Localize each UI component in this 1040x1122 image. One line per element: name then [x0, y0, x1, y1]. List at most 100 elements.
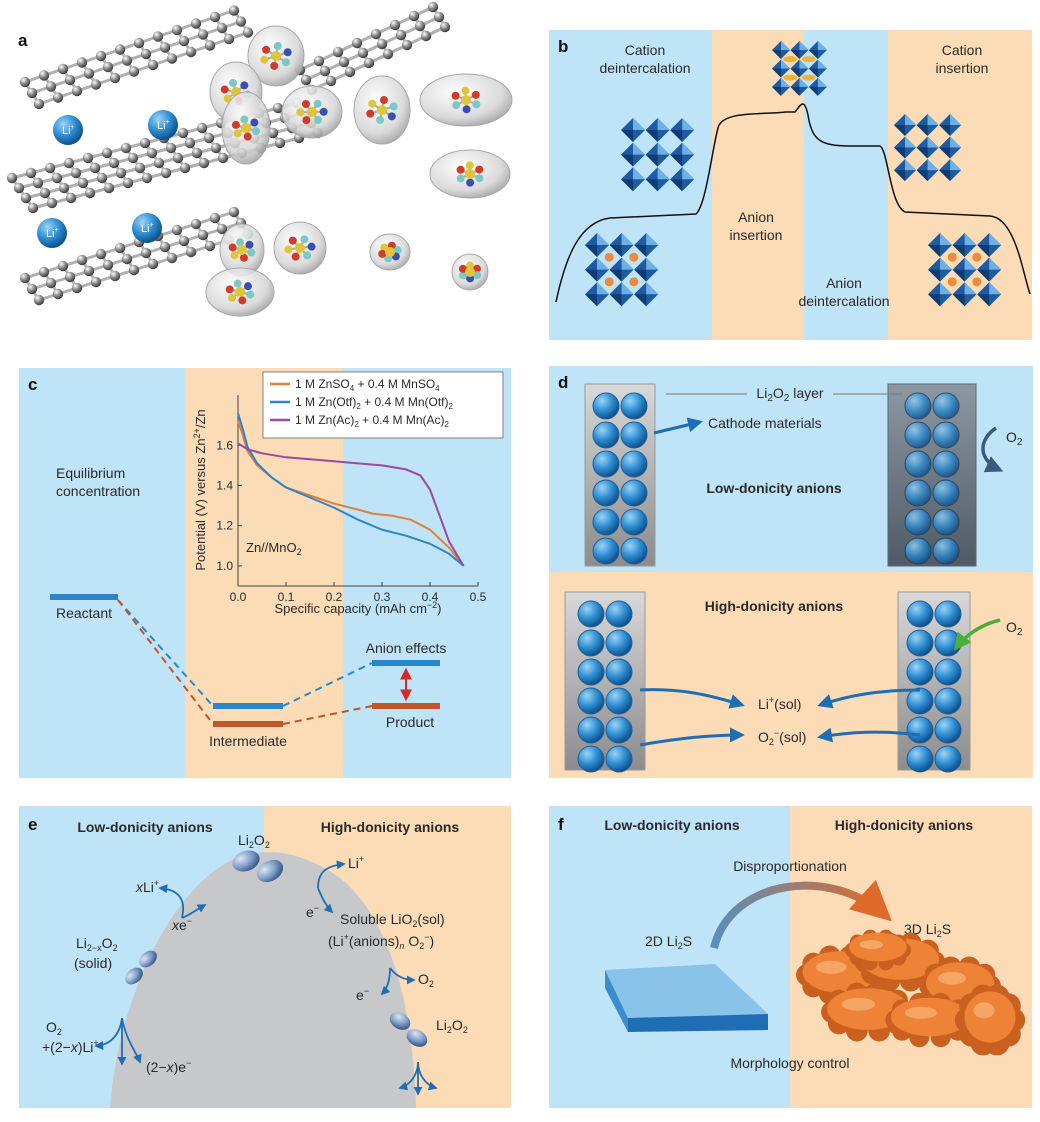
- carbon-atom: [46, 197, 58, 209]
- octahedron-face: [952, 269, 965, 282]
- carbon-atom: [228, 5, 240, 16]
- anion-atom: [458, 264, 467, 273]
- carbon-atom: [204, 240, 216, 252]
- carbon-atom: [38, 266, 50, 278]
- octahedron-face: [964, 233, 977, 245]
- carbon-atom: [19, 272, 31, 284]
- anion-atom: [368, 99, 377, 108]
- cluster-highlight: [938, 971, 966, 985]
- anions-label: (Li+(anions)n O2−): [328, 932, 434, 951]
- carbon-atom: [57, 63, 69, 75]
- octahedron-face: [950, 136, 962, 148]
- anion-atom: [462, 105, 471, 114]
- octahedron-face: [799, 77, 809, 87]
- anion-atom: [284, 245, 293, 254]
- octahedron-face: [817, 59, 827, 69]
- x-tick-label: 0.3: [374, 590, 391, 604]
- cathode-particle: [592, 421, 620, 449]
- anion-atom: [291, 252, 300, 261]
- octahedron-face: [940, 257, 952, 270]
- anion-atom: [389, 102, 398, 111]
- o2-curved-arrow: [981, 426, 1004, 473]
- e2x-label: (2−x)e−: [146, 1058, 191, 1075]
- octahedron-face: [609, 269, 622, 282]
- anion-atom: [236, 238, 245, 247]
- anion-bubble: [429, 149, 511, 199]
- slab-top: [605, 964, 768, 1018]
- crystal-cation-filled-left: [585, 233, 659, 307]
- crystal-cation-deintercalated: [621, 118, 695, 192]
- e2x-arrow: [121, 1017, 142, 1064]
- carbon-atom: [178, 35, 190, 47]
- carbon-atom: [127, 152, 139, 164]
- carbon-atom: [389, 19, 401, 31]
- e-label-top: e−: [306, 903, 319, 920]
- carbon-atom: [89, 162, 101, 174]
- carbon-atom: [159, 42, 171, 53]
- octahedron-face: [597, 282, 609, 295]
- cathode-particle: [932, 537, 960, 565]
- panel-a: a Li+Li+Li+Li+: [6, 1, 513, 317]
- carbon-atom: [120, 142, 132, 154]
- anion-bubble: [273, 221, 327, 275]
- li-arrow: [317, 860, 346, 889]
- octahedron-face: [928, 269, 940, 282]
- octahedron-face: [670, 154, 683, 167]
- anion-bubble: [451, 253, 489, 291]
- anion-atom: [273, 42, 282, 51]
- y-tick-label: 1.2: [216, 519, 233, 533]
- carbon-atom: [13, 182, 25, 194]
- octahedron-face: [952, 245, 965, 257]
- carbon-atom: [427, 1, 439, 13]
- octahedron-face: [905, 136, 916, 148]
- cathode-materials-label: Cathode materials: [708, 415, 822, 431]
- column-frame: [564, 591, 646, 771]
- graphite-layer-bottom: [19, 206, 254, 306]
- octahedron-face: [790, 50, 800, 59]
- carbon-atom: [203, 132, 215, 144]
- cation-deint-label-2: deintercalation: [599, 60, 690, 76]
- carbon-atom: [172, 152, 184, 164]
- anion-atom: [231, 120, 240, 129]
- carbon-atom: [77, 177, 89, 189]
- cluster-highlight: [904, 1006, 937, 1019]
- panel-c-label: c: [28, 375, 37, 394]
- carbon-atom: [45, 277, 57, 289]
- carbon-atom: [57, 260, 69, 272]
- anion-bubble: [221, 91, 271, 165]
- carbon-atom: [63, 157, 75, 169]
- anion-atom: [461, 86, 470, 95]
- cluster-highlight: [973, 1002, 995, 1019]
- octahedron-face: [646, 257, 659, 270]
- y-tick-label: 1.4: [216, 478, 233, 492]
- octahedron-face: [646, 282, 659, 295]
- xe-label: xe−: [171, 916, 192, 933]
- octahedron-face: [781, 41, 790, 50]
- cathode-particle: [906, 658, 934, 686]
- column-high-right: [897, 591, 971, 773]
- anion-center-atom: [235, 287, 245, 297]
- carbon-atom: [90, 79, 102, 90]
- anion-atom: [366, 109, 375, 118]
- carbon-atom: [185, 46, 197, 58]
- carbon-atom: [209, 11, 221, 23]
- octahedron-face: [964, 282, 977, 295]
- carbon-atom: [325, 75, 337, 87]
- potential-profile-curve: [555, 103, 1031, 303]
- octahedron-face: [790, 86, 800, 96]
- cathode-particle: [932, 421, 960, 449]
- anion-guest: [801, 56, 816, 63]
- cluster-highlight: [815, 960, 847, 974]
- anion-atom: [459, 271, 468, 280]
- carbon-atom: [102, 61, 114, 73]
- cathode-particle: [620, 537, 648, 565]
- anion-atom: [228, 293, 237, 302]
- carbon-atom: [376, 38, 388, 50]
- carbon-atom: [401, 39, 413, 51]
- anion-atom: [300, 235, 309, 244]
- carbon-atom: [141, 172, 153, 184]
- carbon-atom: [95, 50, 107, 62]
- carbon-atom: [171, 24, 183, 36]
- crystal-anion-inserted: [772, 41, 827, 96]
